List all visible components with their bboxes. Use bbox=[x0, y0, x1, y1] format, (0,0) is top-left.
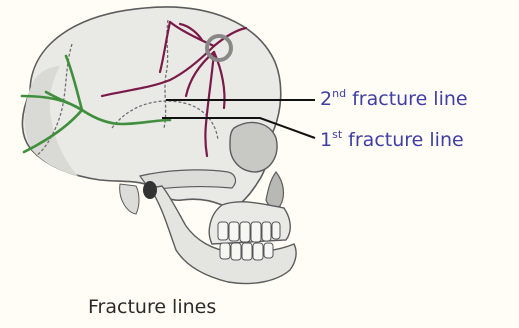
ear-canal bbox=[143, 181, 157, 199]
first-fracture-line-label: 1st fracture line bbox=[320, 129, 464, 151]
first-label-text: fracture line bbox=[342, 129, 464, 151]
upper-teeth bbox=[218, 222, 280, 242]
second-ordinal-suffix: nd bbox=[332, 87, 346, 100]
first-ordinal-number: 1 bbox=[320, 129, 332, 151]
mastoid-process bbox=[120, 184, 139, 214]
second-fracture-line-label: 2nd fracture line bbox=[320, 88, 468, 110]
second-label-text: fracture line bbox=[346, 88, 468, 110]
figure-caption: Fracture lines bbox=[88, 295, 268, 319]
nasal-cavity bbox=[266, 172, 283, 208]
first-ordinal-suffix: st bbox=[332, 128, 342, 141]
lower-teeth bbox=[220, 243, 273, 260]
second-ordinal-number: 2 bbox=[320, 88, 332, 110]
eye-orbit bbox=[230, 123, 277, 172]
